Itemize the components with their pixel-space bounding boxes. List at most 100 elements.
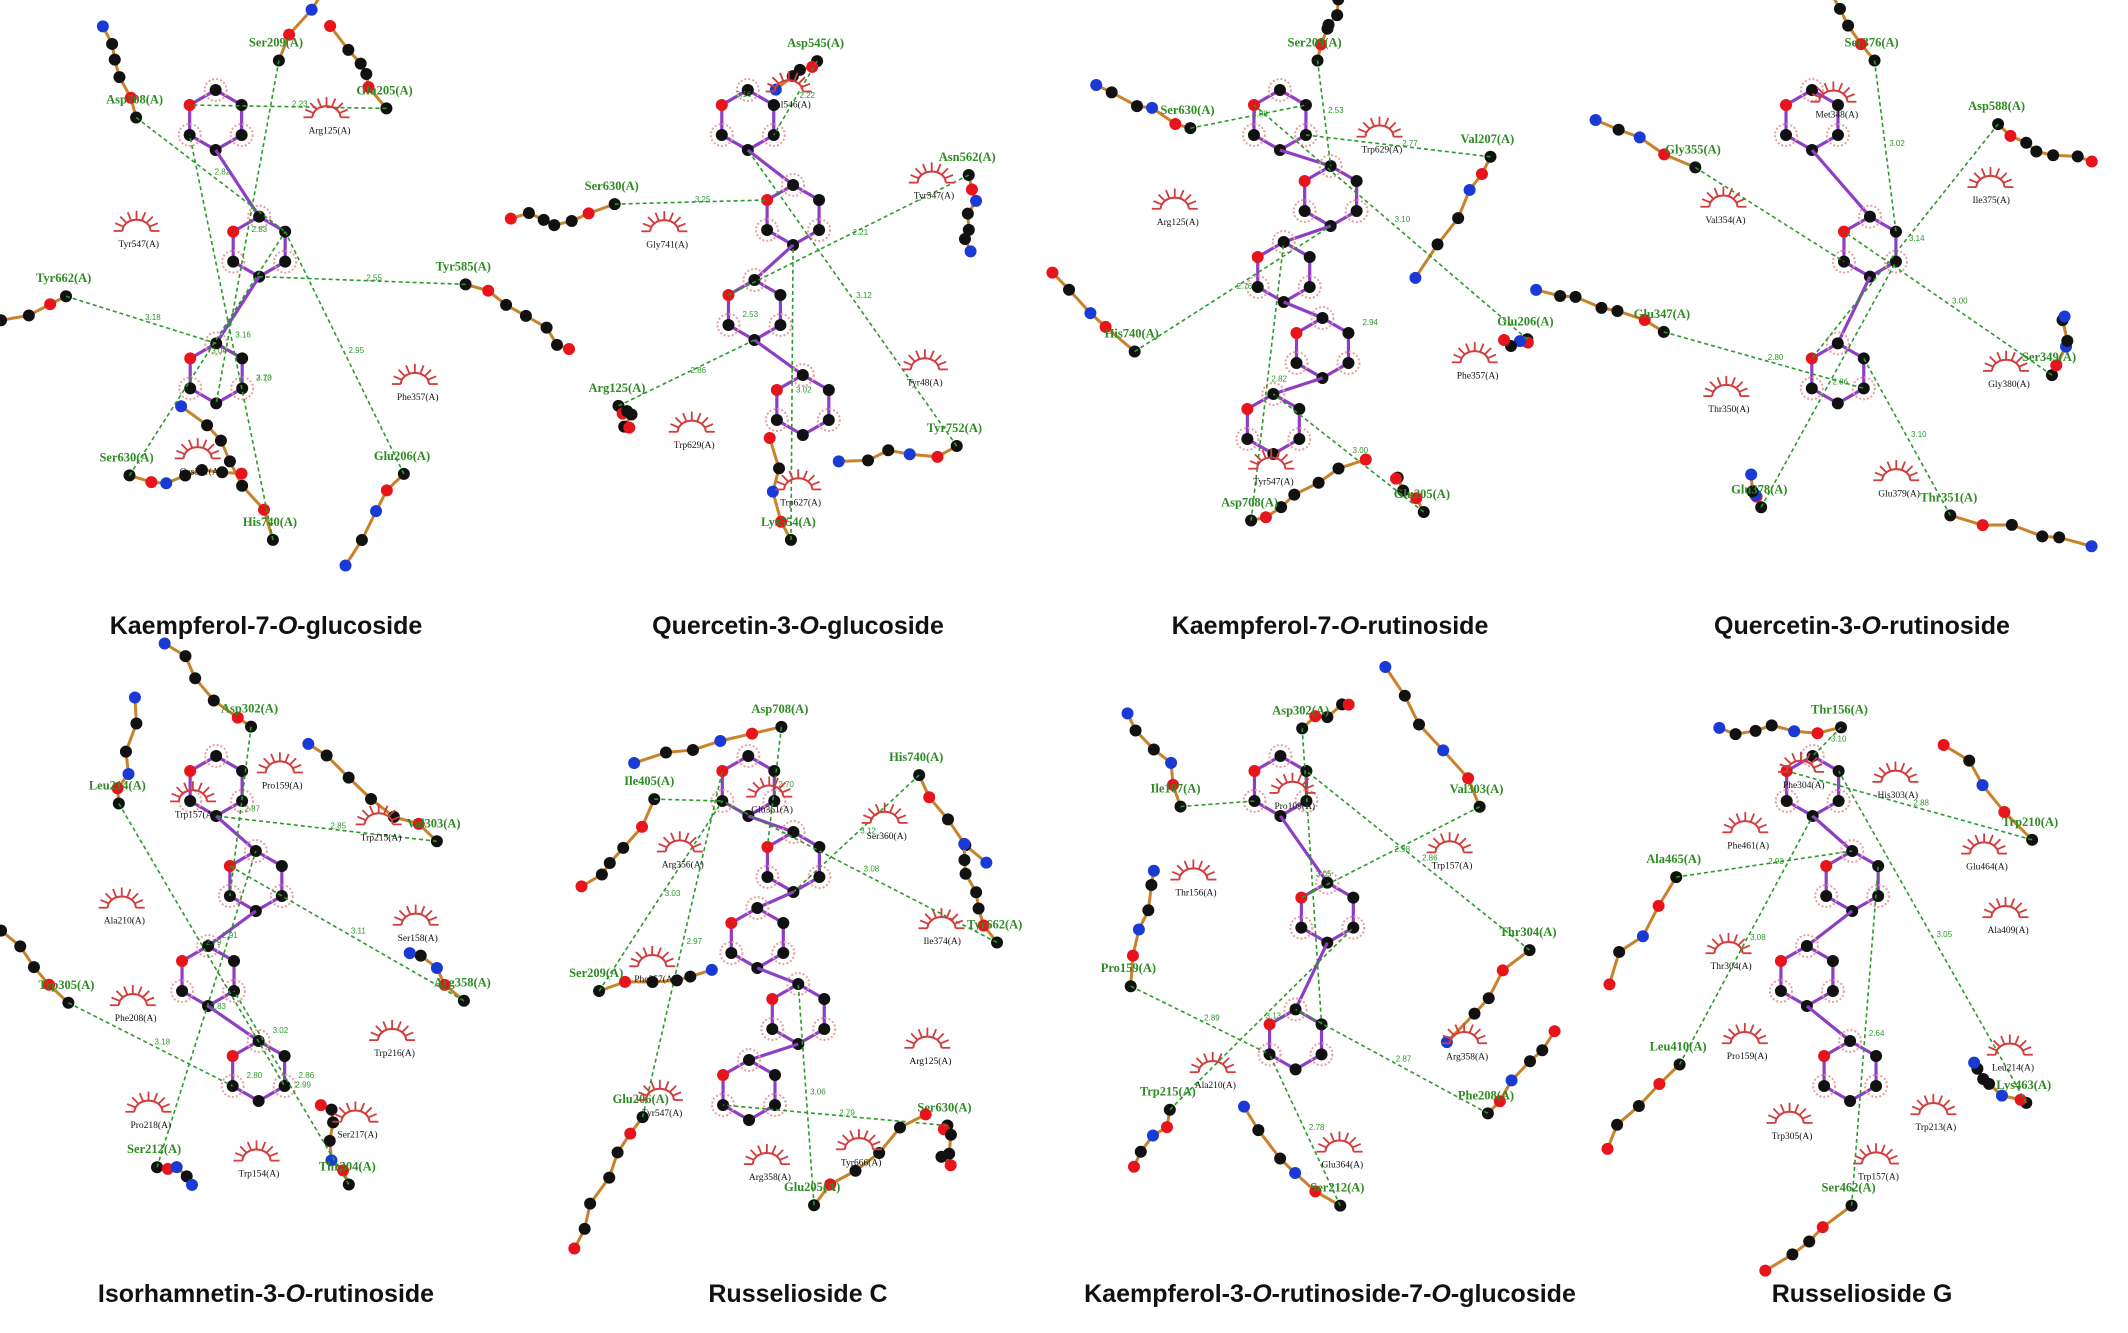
hydrophobic-arc-spoke — [1942, 1099, 1951, 1107]
atom — [1128, 345, 1141, 358]
hydrophobic-arc-spoke — [270, 753, 276, 763]
atom — [1857, 352, 1870, 365]
hbond-residue-label: Val303(A) — [407, 816, 461, 830]
hydrophobic-arc-spoke — [1837, 82, 1844, 92]
hydrophobic-residue-label: Arg358(A) — [1446, 1051, 1488, 1062]
atom — [824, 1178, 837, 1191]
hydrophobic-arc-spoke — [1980, 168, 1986, 178]
hydrophobic-arc-spoke — [849, 1130, 855, 1140]
atom — [923, 791, 936, 804]
atom — [741, 84, 754, 96]
atom — [1805, 84, 1818, 96]
hydrophobic-arc-spoke — [929, 350, 935, 360]
hydrophobic-arc-spoke — [897, 814, 907, 820]
atom — [761, 194, 774, 206]
atom — [903, 448, 916, 461]
contact-halo — [1341, 915, 1366, 940]
interaction-diagram-0: 2.83Ser209(A)2.23Glu205(A)2.55Tyr585(A)2… — [0, 0, 576, 572]
hydrophobic-arc-spoke — [1197, 860, 1204, 870]
hydrophobic-arc-spoke — [1880, 1144, 1886, 1154]
hydrophobic-arc-spoke — [701, 416, 709, 425]
hydrophobic-residue-label: Tyr547(A) — [642, 1108, 683, 1119]
hydrophobic-arc-spoke — [427, 375, 437, 381]
hydrophobic-arc-spoke — [1479, 343, 1485, 353]
atom — [210, 397, 223, 410]
atom — [170, 1161, 183, 1174]
hydrophobic-arc-spoke — [868, 1134, 876, 1143]
atom — [1832, 765, 1845, 777]
hydrophobic-arc-spoke — [1275, 449, 1281, 459]
hbond-residue-label: Ser209(A) — [569, 966, 623, 980]
atom — [2058, 310, 2071, 323]
hbond-distance: 2.53 — [1328, 106, 1344, 115]
atom — [325, 1103, 338, 1116]
hydrophobic-arc-spoke — [946, 909, 952, 919]
hydrophobic-arc — [676, 419, 707, 432]
hbond-distance: 3.02 — [273, 1026, 289, 1035]
atom — [1295, 921, 1308, 934]
hydrophobic-arc-spoke — [1899, 762, 1906, 772]
hydrophobic-arc-spoke — [689, 836, 697, 845]
atom — [1831, 337, 1844, 350]
hydrophobic-arc-spoke — [1888, 1154, 1898, 1161]
atom — [1833, 2, 1846, 15]
hbond-residue-label: Trp305(A) — [38, 978, 94, 992]
atom — [320, 749, 333, 762]
hbond-distance: 3.16 — [736, 90, 752, 99]
hydrophobic-arc-spoke — [1305, 784, 1315, 790]
hydrophobic-arc-spoke — [1723, 823, 1733, 829]
hbond-distance: 3.14 — [1909, 234, 1925, 243]
hydrophobic-arc-spoke — [176, 449, 186, 455]
atom — [777, 947, 790, 959]
hbond-residue-label: Ser209(A) — [1288, 35, 1342, 49]
atom — [787, 826, 800, 838]
atom — [1084, 307, 1097, 320]
contact-halo — [1315, 870, 1340, 895]
atom — [1145, 879, 1158, 892]
atom — [941, 813, 954, 826]
atom — [1105, 86, 1118, 99]
hydrophobic-residue-label: Pro109(A) — [1274, 801, 1315, 812]
hydrophobic-arc-spoke — [239, 1145, 248, 1154]
hydrophobic-arc-spoke — [931, 1028, 938, 1038]
hbond-distance: 3.08 — [1750, 933, 1766, 942]
atom — [1482, 992, 1495, 1005]
atom — [1855, 38, 1868, 51]
atom — [1259, 511, 1272, 524]
hydrophobic-arc-spoke — [788, 470, 794, 480]
atom — [977, 919, 990, 932]
hydrophobic-arc-spoke — [149, 222, 159, 228]
hbond-residue-label: Glu347(A) — [1634, 307, 1690, 321]
atom — [227, 225, 240, 238]
atom — [1251, 281, 1264, 293]
atom — [748, 274, 761, 286]
hbond-residue-label: Val207(A) — [1460, 132, 1514, 146]
atom — [1289, 1063, 1302, 1076]
atom — [958, 853, 971, 866]
hydrophobic-arc — [637, 954, 668, 967]
hydrophobic-arc-spoke — [183, 782, 189, 792]
hydrophobic-arc-spoke — [1296, 773, 1303, 783]
hydrophobic-arc-spoke — [1388, 121, 1397, 130]
contact-halo — [247, 204, 272, 229]
hbond-distance: 3.08 — [864, 865, 880, 874]
hydrophobic-arc-spoke — [1811, 93, 1821, 99]
hydrophobic-arc-spoke — [1816, 86, 1825, 95]
atom — [1431, 238, 1444, 251]
hydrophobic-arc-spoke — [1923, 1095, 1929, 1105]
hydrophobic-residue-label: Met348(A) — [1815, 110, 1858, 121]
contact-halo — [1883, 249, 1908, 274]
atom — [1805, 352, 1818, 365]
hydrophobic-arc-spoke — [333, 1113, 343, 1119]
hydrophobic-arc-spoke — [1999, 172, 2008, 180]
hydrophobic-arc-spoke — [1301, 778, 1310, 786]
atom — [1889, 255, 1902, 268]
atom — [770, 414, 783, 426]
contact-halo — [220, 1074, 245, 1098]
hydrogen-bond — [1850, 865, 1879, 1206]
atom — [43, 978, 56, 991]
hydrophobic-arc-spoke — [1988, 1046, 1998, 1052]
hydrophobic-arc-spoke — [2015, 356, 2023, 364]
atom — [1410, 492, 1423, 505]
atom — [1976, 519, 1989, 532]
